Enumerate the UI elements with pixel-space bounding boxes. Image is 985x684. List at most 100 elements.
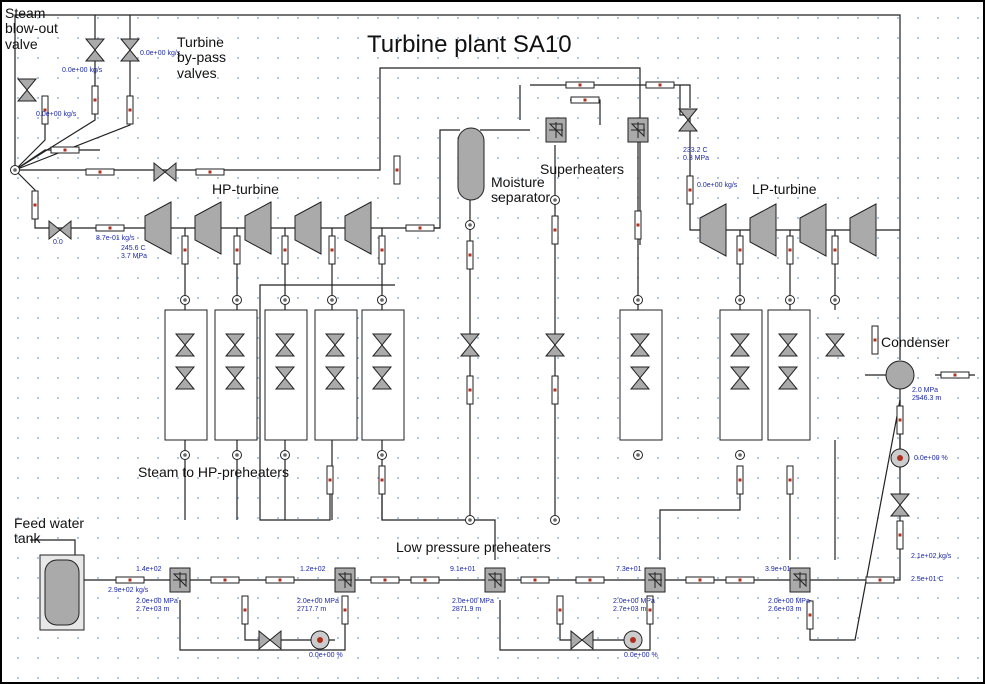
main-steam-valve[interactable]	[48, 220, 72, 240]
lp-drain-valve[interactable]	[825, 333, 845, 357]
connection-node	[465, 515, 475, 525]
pipe-segment	[341, 595, 349, 625]
connection-node	[550, 195, 560, 205]
hp-turbine-stage-2	[194, 201, 222, 255]
pipe-segment	[896, 405, 904, 435]
drain-pump-1[interactable]	[310, 630, 330, 650]
pipe-line	[809, 399, 901, 641]
lp-preheater-4	[644, 567, 666, 593]
pipe-segment	[736, 235, 744, 265]
readout-feedwater-flow: 2.9e+02 kg/s	[108, 587, 149, 594]
pipe-segment	[126, 95, 134, 125]
components	[10, 38, 970, 650]
readout-main-valve: 0.0	[53, 239, 63, 246]
pipe-segment	[370, 576, 400, 584]
pipe-segment	[393, 155, 401, 185]
drain-valve-1[interactable]	[258, 630, 282, 650]
feed-water-tank	[44, 559, 80, 626]
readout-pump-1: 0.0e+00 %	[309, 652, 343, 659]
lp-turbine-stage-2	[749, 203, 777, 257]
condenser	[885, 360, 915, 390]
pipe-segment	[556, 595, 564, 625]
pipe-segment	[865, 576, 895, 584]
superheater-drain-valve[interactable]	[545, 333, 565, 357]
readout-lp-flow: 0.0e+00 kg/s	[697, 182, 738, 189]
readout-preheater-5-state: 2.0e+00 MPa 2.6e+03 m	[768, 598, 810, 614]
pipe-segment	[41, 95, 49, 125]
connection-node	[735, 295, 745, 305]
pipe-line	[14, 14, 901, 360]
pipe-segment	[786, 465, 794, 495]
readout-preheater-4-state: 2.0e+00 MPa 2.7e+03 m	[613, 598, 655, 614]
readout-preheater-2-top: 1.2e+02	[300, 566, 326, 573]
pipe-line	[14, 149, 100, 171]
readout-hp-inlet-state: 245.6 C 3.7 MPa	[121, 245, 148, 261]
pipe-segment	[210, 576, 240, 584]
pipe-segment	[181, 235, 189, 265]
pipe-segment	[786, 235, 794, 265]
connection-node	[830, 295, 840, 305]
lp-turbine-stage-1	[699, 203, 727, 257]
separator-drain-valve[interactable]	[460, 333, 480, 357]
hp-bypass-valve[interactable]	[153, 162, 177, 182]
connection-node	[785, 295, 795, 305]
pipe-segment	[281, 235, 289, 265]
connection-node	[327, 295, 337, 305]
pipe-segment	[91, 85, 99, 115]
readout-condenser-pump: 0.0e+00 %	[914, 455, 948, 462]
hp-turbine-stage-3	[244, 201, 272, 255]
pipe-segment	[95, 224, 125, 232]
readout-hp-inlet-flow: 8.7e-01 kg/s	[96, 235, 135, 242]
pipe-segment	[241, 595, 249, 625]
readout-pump-2: 0.0e+00 %	[624, 652, 658, 659]
pipe-line	[865, 374, 901, 470]
connection-node	[633, 450, 643, 460]
drain-valve-2[interactable]	[570, 630, 594, 650]
pipe-segment	[736, 465, 744, 495]
connection-node	[280, 450, 290, 460]
label-steam-blowout-valve: Steam blow-out valve	[5, 5, 58, 52]
pipe-segment	[940, 371, 970, 379]
bypass-valve-1[interactable]	[85, 38, 105, 62]
pipe-segment	[634, 210, 642, 240]
lp-preheater-1	[169, 567, 191, 593]
connection-node	[465, 220, 475, 230]
connection-node	[550, 515, 560, 525]
lp-inlet-valve[interactable]	[678, 108, 698, 132]
pipe-segment	[326, 465, 334, 495]
moisture-separator	[457, 127, 485, 201]
readout-preheater-5-top: 3.9e+01	[765, 566, 791, 573]
condensate-pump[interactable]	[890, 448, 910, 468]
steam-blowout-valve[interactable]	[17, 78, 37, 102]
readout-condenser-state: 2.0 MPa 2546.3 m	[912, 387, 942, 403]
readout-condensate-flow: 2.1e+02 kg/s	[911, 553, 952, 560]
label-superheaters: Superheaters	[540, 161, 625, 177]
pipe-segment	[725, 576, 755, 584]
pipe-segment	[645, 81, 675, 89]
readout-lp-valve-state: 233.2 C 0.3 MPa	[683, 147, 710, 163]
pipe-segment	[378, 465, 386, 495]
connection-node	[180, 450, 190, 460]
condensate-valve[interactable]	[890, 493, 910, 517]
pipe-segment	[195, 168, 225, 176]
bypass-valve-2[interactable]	[120, 38, 140, 62]
connection-node	[735, 450, 745, 460]
pipe-segment	[410, 576, 440, 584]
hp-turbine-stage-4	[294, 201, 322, 255]
connection-node	[280, 295, 290, 305]
pipe-segment	[896, 520, 904, 550]
connection-node	[377, 450, 387, 460]
lp-turbine-stage-4	[849, 203, 877, 257]
readout-condensate-temp: 2.5e+01 C	[911, 576, 944, 583]
pipe-segment	[233, 235, 241, 265]
connection-node	[377, 295, 387, 305]
superheater-2	[627, 117, 649, 143]
label-hp-turbine: HP-turbine	[212, 181, 279, 197]
connection-node	[232, 450, 242, 460]
readout-preheater-1-top: 1.4e+02	[136, 566, 162, 573]
connection-node	[232, 295, 242, 305]
drain-pump-2[interactable]	[623, 630, 643, 650]
pipe-line	[259, 284, 395, 521]
